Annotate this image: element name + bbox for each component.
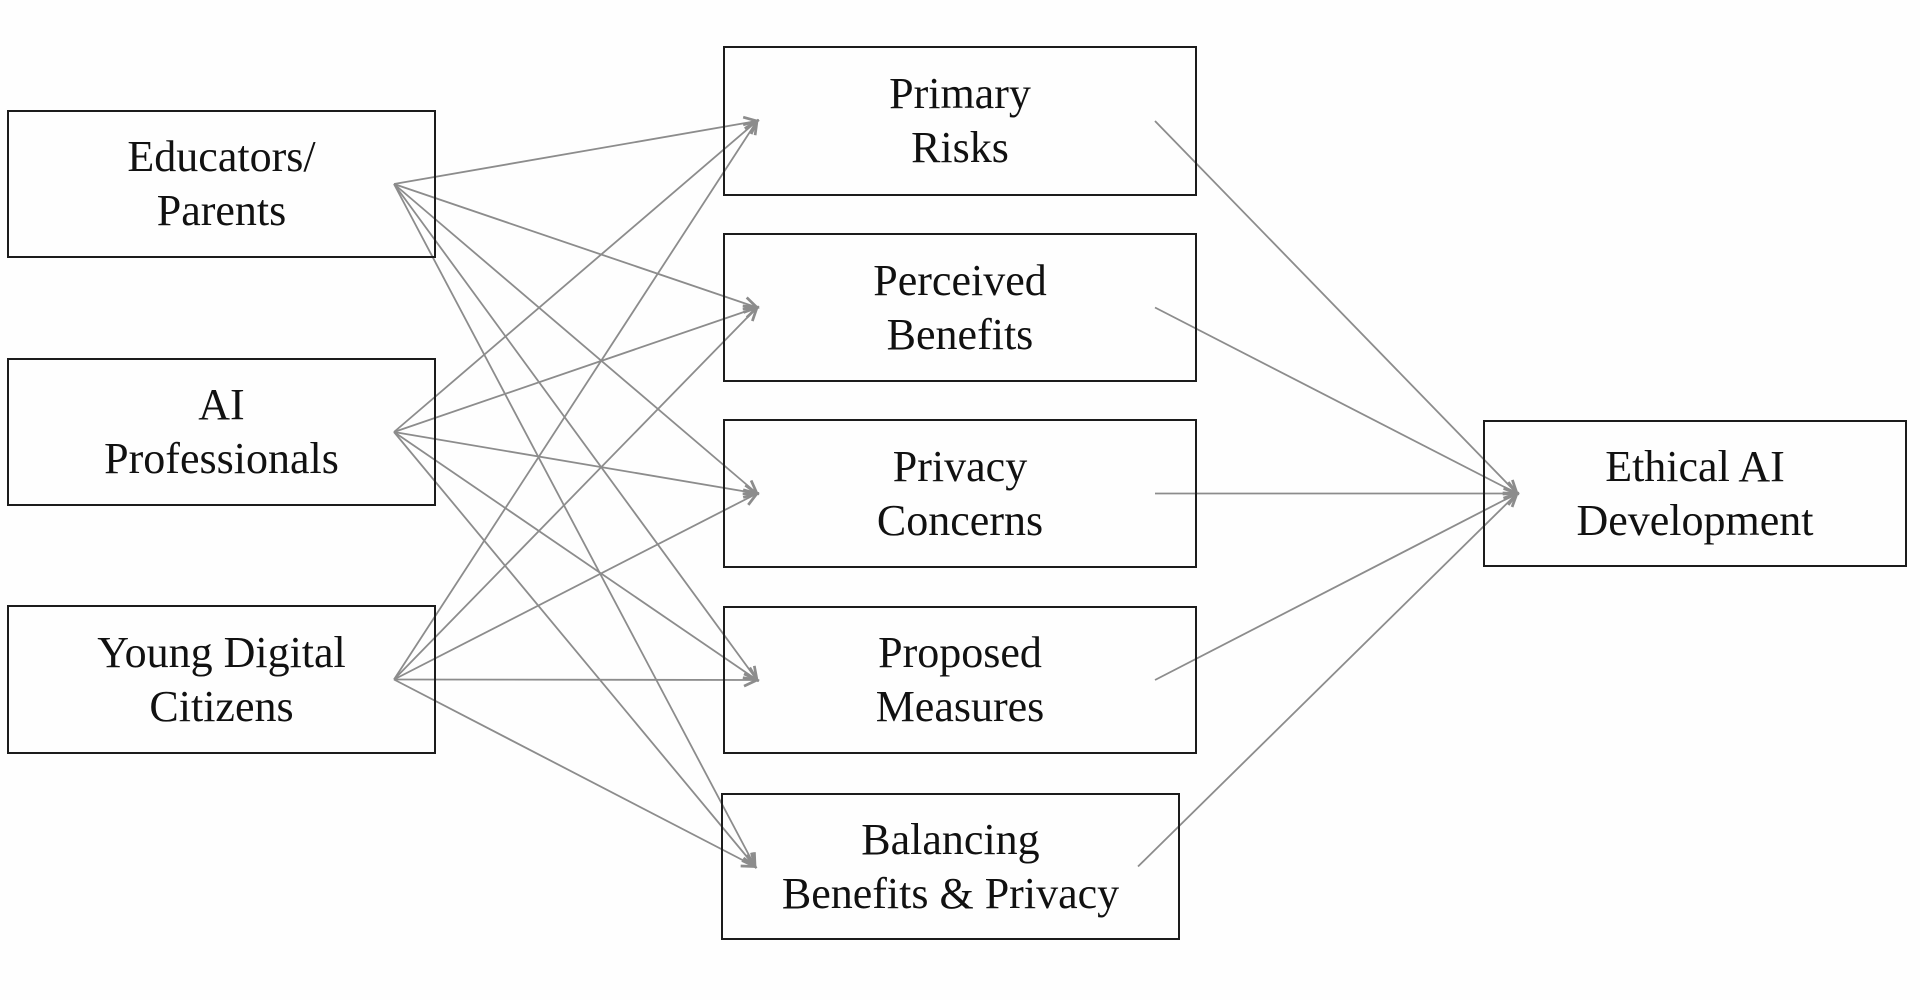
edge-young_digital-to-privacy_concerns bbox=[393, 494, 757, 681]
edge-educators_parents-to-privacy_concerns bbox=[393, 183, 757, 494]
node-proposed-measures: Proposed Measures bbox=[723, 606, 1197, 754]
node-primary-risks: Primary Risks bbox=[723, 46, 1197, 196]
edge-educators_parents-to-perceived_benefits bbox=[393, 183, 757, 308]
node-educators-parents: Educators/ Parents bbox=[7, 110, 436, 258]
edge-ai_professionals-to-proposed_measures bbox=[393, 431, 757, 680]
edge-young_digital-to-balancing bbox=[393, 678, 755, 867]
node-educators-parents-label: Educators/ Parents bbox=[127, 132, 316, 235]
edge-young_digital-to-proposed_measures bbox=[393, 680, 757, 681]
node-perceived-benefits-label: Perceived Benefits bbox=[873, 255, 1047, 359]
node-primary-risks-label: Primary Risks bbox=[889, 69, 1031, 172]
node-privacy-concerns-label: Privacy Concerns bbox=[876, 441, 1044, 545]
node-perceived-benefits: Perceived Benefits bbox=[723, 233, 1197, 382]
edge-educators_parents-to-proposed_measures bbox=[393, 183, 757, 680]
node-privacy-concerns: Privacy Concerns bbox=[723, 419, 1197, 568]
edge-perceived_benefits-to-ethical_ai bbox=[1154, 306, 1517, 494]
node-balancing-benefits-privacy-label: Balancing Benefits & Privacy bbox=[781, 814, 1120, 918]
node-young-digital-citizens-label: Young Digital Citizens bbox=[97, 627, 346, 731]
node-balancing-benefits-privacy: Balancing Benefits & Privacy bbox=[721, 793, 1180, 940]
edge-educators_parents-to-balancing bbox=[393, 183, 755, 867]
node-proposed-measures-label: Proposed Measures bbox=[875, 628, 1045, 731]
node-ethical-ai-development-label: Ethical AI Development bbox=[1576, 441, 1814, 545]
edge-ai_professionals-to-primary_risks bbox=[393, 121, 757, 433]
node-ai-professionals: AI Professionals bbox=[7, 358, 436, 506]
node-ai-professionals-label: AI Professionals bbox=[104, 380, 339, 483]
edge-primary_risks-to-ethical_ai bbox=[1154, 120, 1517, 494]
edge-proposed_measures-to-ethical_ai bbox=[1154, 494, 1517, 681]
edge-ai_professionals-to-privacy_concerns bbox=[393, 431, 757, 494]
edge-balancing-to-ethical_ai bbox=[1137, 494, 1517, 868]
edge-ai_professionals-to-balancing bbox=[393, 431, 755, 867]
edge-ai_professionals-to-perceived_benefits bbox=[393, 308, 757, 433]
edge-young_digital-to-perceived_benefits bbox=[393, 308, 757, 681]
node-young-digital-citizens: Young Digital Citizens bbox=[7, 605, 436, 754]
edge-educators_parents-to-primary_risks bbox=[393, 121, 757, 185]
node-ethical-ai-development: Ethical AI Development bbox=[1483, 420, 1907, 567]
edge-young_digital-to-primary_risks bbox=[393, 121, 757, 680]
